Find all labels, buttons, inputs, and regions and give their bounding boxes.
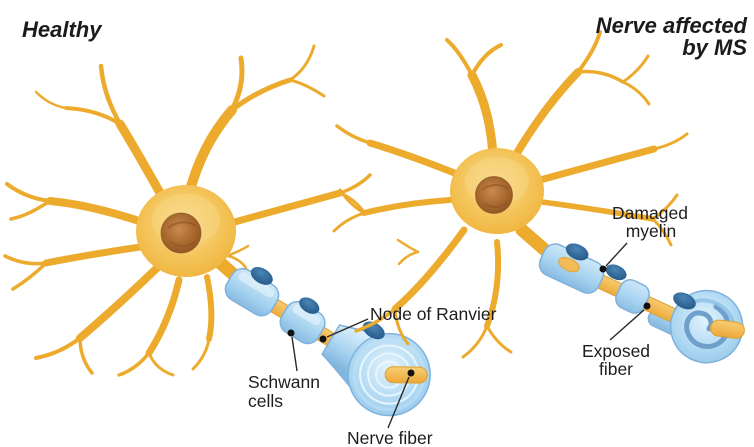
schwann-cells-label-line2: cells <box>248 391 283 411</box>
dendrite <box>397 250 420 266</box>
dendrite <box>9 199 52 221</box>
dendrite <box>621 54 650 84</box>
dendrite <box>76 264 161 342</box>
myelin-ring <box>367 352 412 397</box>
dendrite <box>288 44 316 82</box>
dendrite <box>536 145 658 184</box>
dendrite <box>484 239 502 329</box>
dendrite <box>651 217 673 247</box>
ms-title-line2: by MS <box>682 35 747 60</box>
dendrite <box>204 274 215 342</box>
dendrite <box>288 78 326 98</box>
dendrite <box>621 80 651 106</box>
dendrite <box>470 43 503 77</box>
ms-fiber-tip <box>710 319 745 339</box>
dendrite <box>34 336 82 360</box>
schwann-nucleus <box>565 243 589 261</box>
schwann-nucleus <box>605 264 627 281</box>
dendrite <box>652 132 689 151</box>
dendrite <box>393 307 410 346</box>
dendrite <box>34 90 68 110</box>
dendrite <box>354 307 397 333</box>
dendrite <box>461 324 489 359</box>
callout-line-schwann-cells <box>291 336 298 372</box>
dendrite <box>191 337 211 371</box>
dendrite <box>445 38 474 77</box>
dendrite <box>3 254 48 266</box>
dendrite <box>366 139 461 178</box>
schwann-nucleus <box>299 297 320 314</box>
dendrite <box>335 124 372 145</box>
dendrite <box>117 351 151 377</box>
callout-dot-nerve-fiber <box>407 369 415 377</box>
exposed-fiber-label-line1: Exposed <box>582 341 650 361</box>
schwann-cells-label-line1: Schwann <box>248 372 320 392</box>
callout-line-exposed-fiber <box>609 309 645 341</box>
callout-dot-schwann-cells <box>287 329 295 337</box>
dendrite <box>510 68 582 162</box>
dendrite <box>332 211 366 233</box>
dendrite <box>576 69 625 84</box>
dendrite <box>115 119 169 205</box>
dendrite <box>651 193 679 221</box>
dendrite <box>5 182 52 203</box>
healthy-title: Healthy <box>22 17 103 42</box>
dendrite <box>396 238 420 254</box>
callouts <box>287 242 651 429</box>
healthy-nucleus <box>160 212 202 254</box>
ms-nucleus <box>475 176 513 214</box>
dendrite <box>78 336 94 375</box>
dendrite <box>227 189 344 227</box>
dendrite <box>147 351 175 377</box>
myelin-ring <box>359 344 420 405</box>
healthy-neuron <box>3 44 431 417</box>
callout-line-nerve-fiber <box>387 376 410 429</box>
healthy-axon-myelin <box>224 267 431 417</box>
callout-dot-node-of-ranvier <box>319 335 327 343</box>
callout-dot-exposed-fiber <box>643 302 651 310</box>
callout-line-damaged-myelin <box>605 242 628 267</box>
dendrite <box>64 106 122 126</box>
schwann-nucleus <box>250 267 273 285</box>
dendrite <box>361 197 453 216</box>
myelin-sheen <box>238 272 275 298</box>
dendrite <box>42 243 144 267</box>
dendrite <box>539 199 656 222</box>
dendrite <box>576 30 602 74</box>
nerve-fiber-tip <box>384 366 428 384</box>
ms-dendrites <box>332 30 689 359</box>
dendrite <box>338 173 372 195</box>
myelin-sheen <box>292 304 321 326</box>
nerve-fiber-label: Nerve fiber <box>347 428 433 447</box>
damaged-myelin-label-line1: Damaged <box>612 203 688 223</box>
dendrite <box>226 254 248 270</box>
callout-line-node-of-ranvier <box>326 318 369 338</box>
ms-axon-myelin <box>538 243 745 364</box>
callout-dot-damaged-myelin <box>599 265 607 273</box>
dendrite <box>11 261 48 291</box>
damaged-myelin-label-line2: myelin <box>626 221 677 241</box>
dendrite <box>226 244 250 258</box>
damaged-myelin-patch <box>538 243 605 294</box>
ms-title-line1: Nerve affected <box>596 13 748 38</box>
ms-neuron <box>332 30 745 364</box>
dendrite <box>467 70 498 160</box>
dendrite <box>391 226 468 313</box>
dendrite <box>229 77 293 113</box>
node-of-ranvier-label: Node of Ranvier <box>370 304 497 324</box>
dendrite <box>46 197 146 226</box>
exposed-fiber-label-line2: fiber <box>599 359 633 379</box>
dendrite <box>98 63 123 127</box>
dendrite <box>485 324 513 354</box>
dendrite <box>338 188 366 215</box>
schwann-nucleus <box>673 292 696 310</box>
dendrite <box>145 276 183 357</box>
